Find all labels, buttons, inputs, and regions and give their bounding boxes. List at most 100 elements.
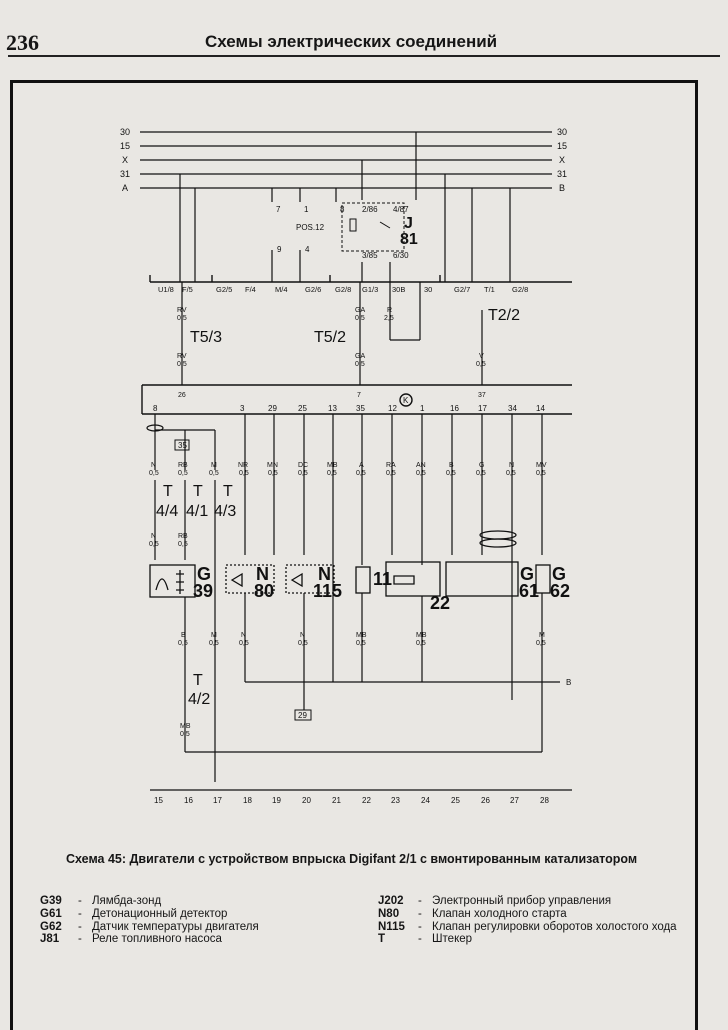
ground-number: 20 — [302, 796, 311, 805]
wire-color: N — [300, 632, 305, 639]
ecu-pin: 29 — [268, 404, 277, 413]
wire-color: M — [211, 462, 217, 469]
legend-row: N80-Клапан холодного старта — [378, 907, 567, 920]
t4-connector-lines — [154, 480, 216, 560]
wire-color: MB — [327, 462, 338, 469]
wire-color: RA — [386, 462, 396, 469]
relay-code: J — [404, 215, 413, 232]
connector-label: G2/8 — [335, 285, 351, 294]
ground-number: 15 — [154, 796, 163, 805]
legend-code: G62 — [40, 920, 62, 933]
page-number: 236 — [6, 30, 39, 55]
wire-color: A — [359, 462, 364, 469]
legend-row: G62-Датчик температуры двигателя — [40, 920, 259, 933]
ground-number: 23 — [391, 796, 400, 805]
legend-text: Детонационный детектор — [92, 907, 228, 920]
legend-text: Реле топливного насоса — [92, 933, 222, 946]
diagram-caption: Схема 45: Двигатели с устройством впрыск… — [66, 852, 638, 866]
legend-text: Клапан регулировки оборотов холостого хо… — [432, 920, 677, 933]
connector-label: G2/5 — [216, 285, 232, 294]
pin-label: 1 — [304, 205, 309, 214]
wire-color: RV — [177, 353, 187, 360]
ecu-marker: K — [403, 396, 409, 405]
wire-size: 0,5 — [298, 640, 308, 647]
bracket-box — [174, 439, 190, 451]
legend-code: G61 — [40, 907, 62, 920]
bottom-wires — [150, 548, 572, 791]
wire-labels-mid: N0,5 RB0,5 — [149, 533, 188, 548]
legend-row: G39-Лямбда-зонд — [40, 895, 162, 907]
connector-label: M/4 — [275, 285, 288, 294]
bus-label-right: B — [559, 183, 565, 193]
component-number: 11 — [373, 569, 392, 589]
pin-label: 26 — [178, 392, 186, 399]
bus-labels: 30 15 X 31 A 30 15 X 31 B — [120, 127, 567, 193]
wire-size: 0,5 — [149, 541, 159, 548]
wire-size: 0,5 — [327, 470, 337, 477]
legend-row: J81-Реле топливного насоса — [40, 933, 222, 946]
wire-color: MV — [536, 462, 547, 469]
plug-code: 4/2 — [188, 691, 210, 708]
connector-bar — [149, 275, 572, 283]
plug-code: T2/2 — [488, 307, 520, 324]
wire-size: 0,5 — [178, 541, 188, 548]
component-number: 115 — [313, 581, 342, 601]
wire-color: B — [449, 462, 454, 469]
wire-color: RB — [178, 462, 188, 469]
ecu-pin: 8 — [153, 404, 158, 413]
wire-size: 0,5 — [356, 470, 366, 477]
ecu-pin: 34 — [508, 404, 517, 413]
wire-size: 0,5 — [536, 640, 546, 647]
pin-label: 4 — [305, 245, 310, 254]
legend-row: T-Штекер — [378, 933, 473, 946]
pin-label: 9 — [277, 245, 282, 254]
bus-label-right: 31 — [557, 169, 567, 179]
legend-code: J81 — [40, 933, 60, 946]
relay-j81: 2/86 4/87 3/85 6/30 J 81 — [341, 202, 418, 260]
wire-size: 0,5 — [476, 470, 486, 477]
component-number: 80 — [254, 581, 274, 601]
plug-code: 4/1 — [186, 503, 208, 520]
wire-color: RB — [178, 533, 188, 540]
wire-size: 0,5 — [416, 640, 426, 647]
legend-text: Датчик температуры двигателя — [92, 920, 259, 933]
legend-code: J202 — [378, 895, 404, 907]
bracket-box — [294, 709, 312, 721]
ground-number: 28 — [540, 796, 549, 805]
bracket-ref: 35 — [178, 441, 187, 450]
wire-color: AN — [416, 462, 426, 469]
wire-size: 0,5 — [355, 361, 365, 368]
plug-code: T — [193, 483, 203, 500]
plug-code: T — [163, 483, 173, 500]
wire-color: N — [241, 632, 246, 639]
legend-row: G61-Детонационный детектор — [40, 907, 228, 920]
legend-row: N115-Клапан регулировки оборотов холосто… — [378, 920, 677, 933]
component-code: G — [520, 564, 534, 584]
pin-label: 7 — [357, 392, 361, 399]
ground-number: 18 — [243, 796, 252, 805]
ground-number: 16 — [184, 796, 193, 805]
bus-label-left: 31 — [120, 169, 130, 179]
bus-label-right: 15 — [557, 141, 567, 151]
wire-color: M — [539, 632, 545, 639]
g39-sensor — [149, 564, 196, 598]
wire-color: R — [387, 307, 392, 314]
connector-labels: U1/8 F/5 G2/5 F/4 M/4 G2/6 G2/8 G1/3 30B… — [158, 285, 528, 294]
header-rule — [8, 55, 720, 57]
wire-color: MB — [416, 632, 427, 639]
connector-label: 30 — [424, 285, 432, 294]
bus-label-left: 15 — [120, 141, 130, 151]
bus-label-right: 30 — [557, 127, 567, 137]
connector-label: U1/8 — [158, 285, 174, 294]
ground-number: 21 — [332, 796, 341, 805]
legend-code: T — [378, 933, 386, 946]
wire-labels-top: N0,5 RB0,5 M0,5 NR0,5 MN0,5 DC0,5 MB0,5 … — [149, 462, 547, 477]
connector-label: G2/7 — [454, 285, 470, 294]
wire-size: 0,5 — [536, 470, 546, 477]
wire-size: 0,5 — [178, 640, 188, 647]
relay-pin-label: 3/85 — [362, 251, 378, 260]
plug-code: T — [223, 483, 233, 500]
component-codes: G 39 N 80 N 115 11 22 G 61 G 62 — [193, 564, 570, 613]
ground-number: 26 — [481, 796, 490, 805]
feed-lines — [179, 132, 511, 282]
